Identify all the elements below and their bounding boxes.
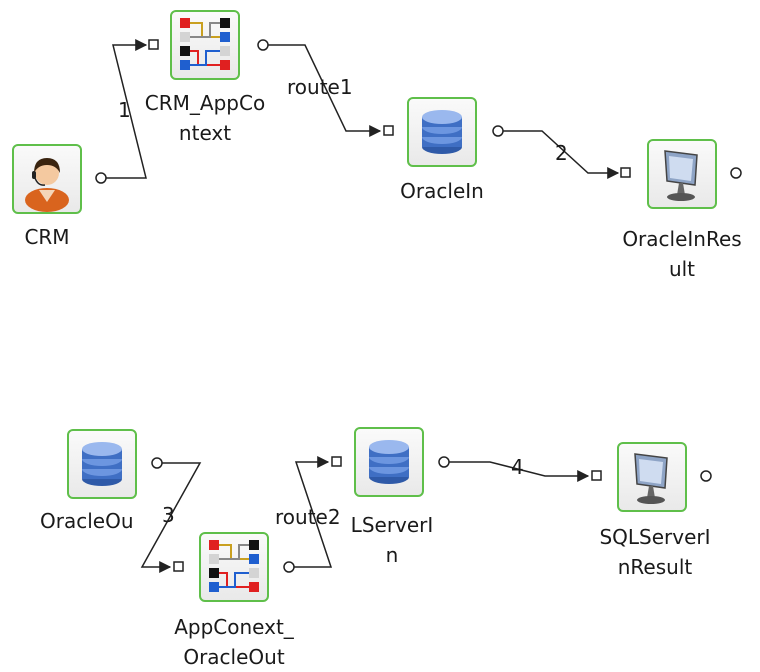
- sqlserverinresult-output-port[interactable]: [700, 470, 712, 482]
- edge-route1[interactable]: [257, 39, 394, 137]
- monitor-icon: [634, 453, 668, 504]
- edge-route2[interactable]: [283, 456, 342, 573]
- oracleinresult-output-port[interactable]: [730, 167, 742, 179]
- node-appconext-oracleout[interactable]: [199, 532, 269, 602]
- edge-2[interactable]: [492, 125, 631, 179]
- router-icon: [209, 540, 259, 592]
- edge-1[interactable]: [95, 39, 159, 184]
- node-oraclein[interactable]: [407, 97, 477, 167]
- node-oracleout[interactable]: [67, 429, 137, 499]
- edge-label-route1: route1: [287, 75, 353, 99]
- database-icon: [369, 440, 409, 484]
- database-icon: [422, 110, 462, 154]
- node-sqlserverin[interactable]: [354, 427, 424, 497]
- monitor-icon: [664, 150, 698, 201]
- edge-label-3: 3: [162, 503, 175, 527]
- node-crm[interactable]: [12, 144, 82, 214]
- edge-label-2: 2: [555, 141, 568, 165]
- database-icon: [82, 442, 122, 486]
- node-crm-appcontext[interactable]: [170, 10, 240, 80]
- node-oracleinresult[interactable]: [647, 139, 717, 209]
- edge-label-4: 4: [511, 455, 524, 479]
- router-icon: [180, 18, 230, 70]
- edge-label-1: 1: [118, 98, 131, 122]
- edge-label-route2: route2: [275, 505, 341, 529]
- edge-3[interactable]: [140, 457, 202, 573]
- node-sqlserverinresult[interactable]: [617, 442, 687, 512]
- person-icon: [25, 158, 69, 212]
- edge-4[interactable]: [438, 456, 602, 482]
